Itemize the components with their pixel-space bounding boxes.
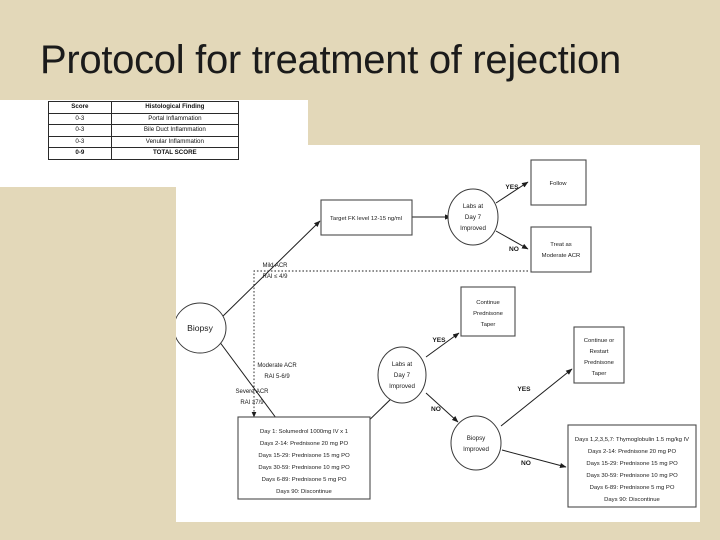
node-continue-prednisone-taper-line2: Prednisone xyxy=(473,311,504,317)
node-labs-day7-middle-line2: Day 7 xyxy=(394,372,411,379)
node-biopsy-label: Biopsy xyxy=(187,323,213,333)
edge-biopsy-to-target-fk xyxy=(219,220,321,320)
node-steroid-protocol[interactable] xyxy=(237,416,371,500)
node-treat-as-moderate-acr[interactable] xyxy=(530,226,592,273)
node-continue-or-restart-taper-line1: Continue or xyxy=(584,338,614,344)
edge-biopsy-to-steroid-protocol xyxy=(215,336,283,427)
node-thymoglobulin-protocol-line1: Days 1,2,3,5,7: Thymoglobulin 1.5 mg/kg … xyxy=(575,437,689,443)
node-continue-prednisone-taper-line3: Taper xyxy=(481,322,496,328)
node-continue-or-restart-taper-line3: Prednisone xyxy=(584,360,615,366)
edge-label-mild-acr-line1: Mild ACR xyxy=(262,263,288,269)
node-steroid-protocol-line2: Days 2-14: Prednisone 20 mg PO xyxy=(260,441,348,447)
edge-label-yes-top: YES xyxy=(505,184,519,191)
node-continue-or-restart-taper[interactable] xyxy=(573,326,625,384)
header-score: Score xyxy=(48,101,112,114)
node-biopsy[interactable] xyxy=(176,302,227,354)
cell-score: 0-3 xyxy=(48,124,112,137)
node-follow[interactable] xyxy=(530,159,587,206)
node-steroid-protocol-line3: Days 15-29: Prednisone 15 mg PO xyxy=(258,453,350,459)
cell-finding: Venular Inflammation xyxy=(110,135,240,148)
node-labs-day7-middle-line3: Improved xyxy=(389,383,415,390)
edge-label-severe-acr-line1: Severe ACR xyxy=(235,389,269,395)
edge-label-no-middle: NO xyxy=(431,406,441,413)
node-labs-day7-top[interactable] xyxy=(447,188,499,246)
table-row: 0-3 Portal Inflammation xyxy=(48,112,240,125)
node-biopsy-improved[interactable] xyxy=(450,415,502,471)
node-target-fk-level-label: Target FK level 12-15 ng/ml xyxy=(330,216,402,222)
edge-label-mild-acr-line2: RAI ≤ 4/9 xyxy=(263,274,289,280)
cell-finding-total: TOTAL SCORE xyxy=(110,147,240,160)
header-histological-finding: Histological Finding xyxy=(110,101,240,114)
node-continue-or-restart-taper-line4: Taper xyxy=(592,371,607,377)
node-follow-label: Follow xyxy=(549,181,567,187)
edge-label-moderate-acr-line1: Moderate ACR xyxy=(257,363,297,369)
node-thymoglobulin-protocol-line2: Days 2-14: Prednisone 20 mg PO xyxy=(588,449,676,455)
node-thymoglobulin-protocol-line6: Days 90: Discontinue xyxy=(604,497,660,503)
edge-labs-top-yes-follow xyxy=(495,181,529,204)
cell-finding: Bile Duct Inflammation xyxy=(110,124,240,137)
edge-treat-moderate-to-steroid-protocol xyxy=(251,270,528,418)
edge-label-severe-acr-line2: RAI ≥7/9 xyxy=(240,400,264,406)
edge-label-moderate-acr-line2: RAI 5-6/9 xyxy=(264,374,290,380)
node-thymoglobulin-protocol-line5: Days 6-89: Prednisone 5 mg PO xyxy=(590,485,675,491)
node-labs-day7-middle[interactable] xyxy=(377,346,427,404)
rejection-treatment-flowchart: Biopsy Mild ACR RAI ≤ 4/9 Moderate ACR R… xyxy=(176,159,697,508)
edge-labs-mid-no-biopsy-improved xyxy=(425,392,459,423)
node-steroid-protocol-line1: Day 1: Solumedrol 1000mg IV x 1 xyxy=(260,429,348,435)
cell-finding: Portal Inflammation xyxy=(110,112,240,125)
node-labs-day7-middle-line1: Labs at xyxy=(392,361,413,368)
edge-biopsy-improved-yes-continue-restart xyxy=(500,368,573,427)
edge-label-no-right: NO xyxy=(521,460,531,467)
node-steroid-protocol-line4: Days 30-59: Prednisone 10 mg PO xyxy=(258,465,350,471)
cell-score-total: 0-9 xyxy=(48,147,112,160)
node-labs-day7-top-line1: Labs at xyxy=(463,203,484,210)
node-treat-as-moderate-acr-line1: Treat as xyxy=(550,242,571,248)
node-continue-or-restart-taper-line2: Restart xyxy=(590,349,609,355)
edge-label-yes-middle: YES xyxy=(432,337,446,344)
node-treat-as-moderate-acr-line2: Moderate ACR xyxy=(542,253,581,259)
table-row: 0-3 Venular Inflammation xyxy=(48,135,240,148)
node-continue-prednisone-taper[interactable] xyxy=(460,286,516,337)
node-labs-day7-top-line3: Improved xyxy=(460,225,486,232)
node-thymoglobulin-protocol[interactable] xyxy=(567,424,697,508)
score-table: Score Histological Finding 0-3 Portal In… xyxy=(48,101,240,160)
node-target-fk-level[interactable] xyxy=(320,199,413,236)
node-steroid-protocol-line6: Days 90: Discontinue xyxy=(276,489,332,495)
edge-labs-mid-yes-continue-taper xyxy=(425,332,460,358)
table-header-row: Score Histological Finding xyxy=(48,101,240,114)
node-biopsy-improved-line1: Biopsy xyxy=(467,435,486,442)
node-biopsy-improved-line2: Improved xyxy=(463,446,489,453)
node-continue-prednisone-taper-line1: Continue xyxy=(476,300,500,306)
node-thymoglobulin-protocol-line4: Days 30-59: Prednisone 10 mg PO xyxy=(586,473,678,479)
edge-biopsy-improved-no-thymo-protocol xyxy=(501,449,567,468)
edge-label-no-top: NO xyxy=(509,246,519,253)
table-row: 0-3 Bile Duct Inflammation xyxy=(48,124,240,137)
node-thymoglobulin-protocol-line3: Days 15-29: Prednisone 15 mg PO xyxy=(586,461,678,467)
cell-score: 0-3 xyxy=(48,135,112,148)
table-row-total: 0-9 TOTAL SCORE xyxy=(48,147,240,160)
node-steroid-protocol-line5: Days 6-89: Prednisone 5 mg PO xyxy=(262,477,347,483)
page-title: Protocol for treatment of rejection xyxy=(40,38,621,82)
cell-score: 0-3 xyxy=(48,112,112,125)
edge-labs-top-no-treat-moderate xyxy=(495,230,529,250)
edge-label-yes-right: YES xyxy=(517,386,531,393)
node-labs-day7-top-line2: Day 7 xyxy=(465,214,482,221)
